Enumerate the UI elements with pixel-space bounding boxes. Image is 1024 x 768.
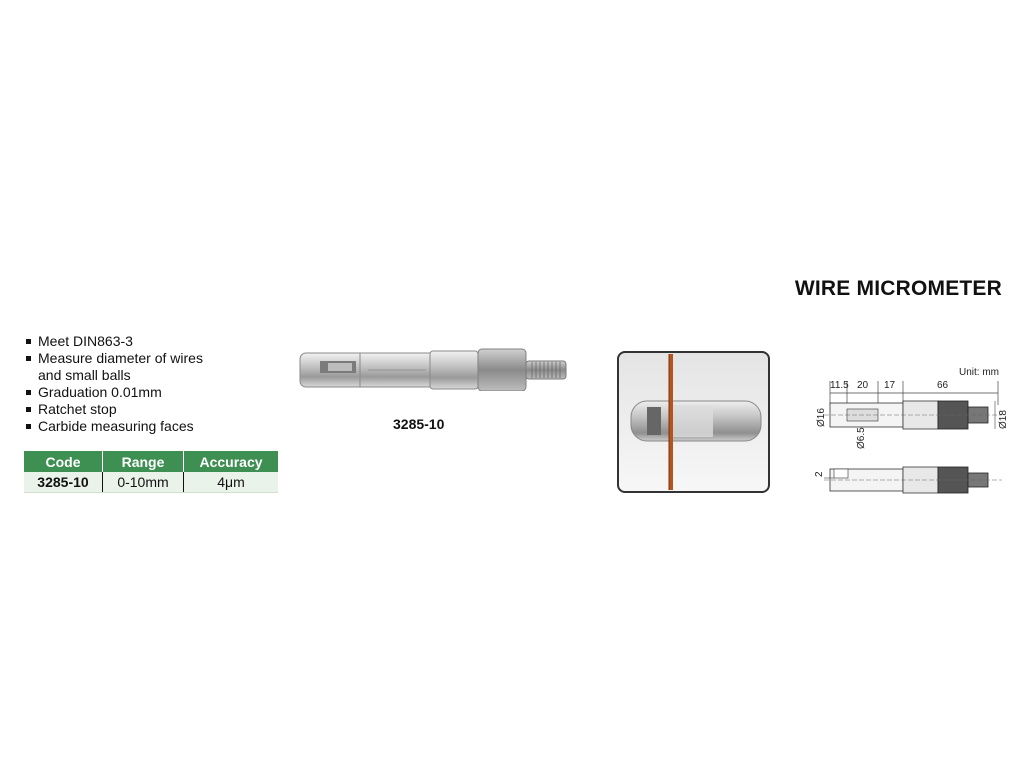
- feature-list: Meet DIN863-3 Measure diameter of wires …: [26, 333, 203, 435]
- dim-label: 11.5: [830, 380, 849, 391]
- technical-drawing: 11.5 20 17 66 Ø16 Ø6.5 Ø18 2: [814, 380, 1006, 494]
- feature-item: Ratchet stop: [26, 401, 203, 418]
- dim-label: 66: [937, 380, 949, 391]
- cell-range: 0-10mm: [102, 472, 184, 493]
- product-caption: 3285-10: [393, 416, 445, 432]
- dim-label: Ø16: [816, 408, 827, 427]
- dim-label: 20: [857, 380, 869, 391]
- micrometer-product-image: [299, 348, 567, 391]
- bullet-icon: [26, 390, 31, 395]
- wire-closeup-image: [617, 351, 770, 493]
- col-header-code: Code: [24, 451, 103, 472]
- bullet-icon: [26, 356, 31, 361]
- dim-label: 2: [814, 471, 825, 477]
- page-title: WIRE MICROMETER: [794, 277, 1002, 300]
- feature-item: Carbide measuring faces: [26, 418, 203, 435]
- spec-table-header-row: Code Range Accuracy: [24, 451, 278, 472]
- col-header-accuracy: Accuracy: [183, 451, 278, 472]
- feature-item: Graduation 0.01mm: [26, 384, 203, 401]
- feature-item: Measure diameter of wires: [26, 350, 203, 367]
- spec-table: Code Range Accuracy 3285-10 0-10mm 4μm: [24, 451, 278, 493]
- cell-accuracy: 4μm: [183, 472, 278, 493]
- feature-item: and small balls: [38, 367, 131, 383]
- bullet-icon: [26, 424, 31, 429]
- col-header-range: Range: [102, 451, 184, 472]
- bullet-icon: [26, 407, 31, 412]
- feature-item: Meet DIN863-3: [26, 333, 203, 350]
- dim-label: 17: [884, 380, 896, 391]
- unit-label: Unit: mm: [959, 367, 999, 378]
- bullet-icon: [26, 339, 31, 344]
- dim-label: Ø18: [998, 410, 1006, 429]
- dim-label: Ø6.5: [856, 427, 867, 449]
- cell-code: 3285-10: [24, 472, 103, 493]
- table-row: 3285-10 0-10mm 4μm: [24, 472, 278, 493]
